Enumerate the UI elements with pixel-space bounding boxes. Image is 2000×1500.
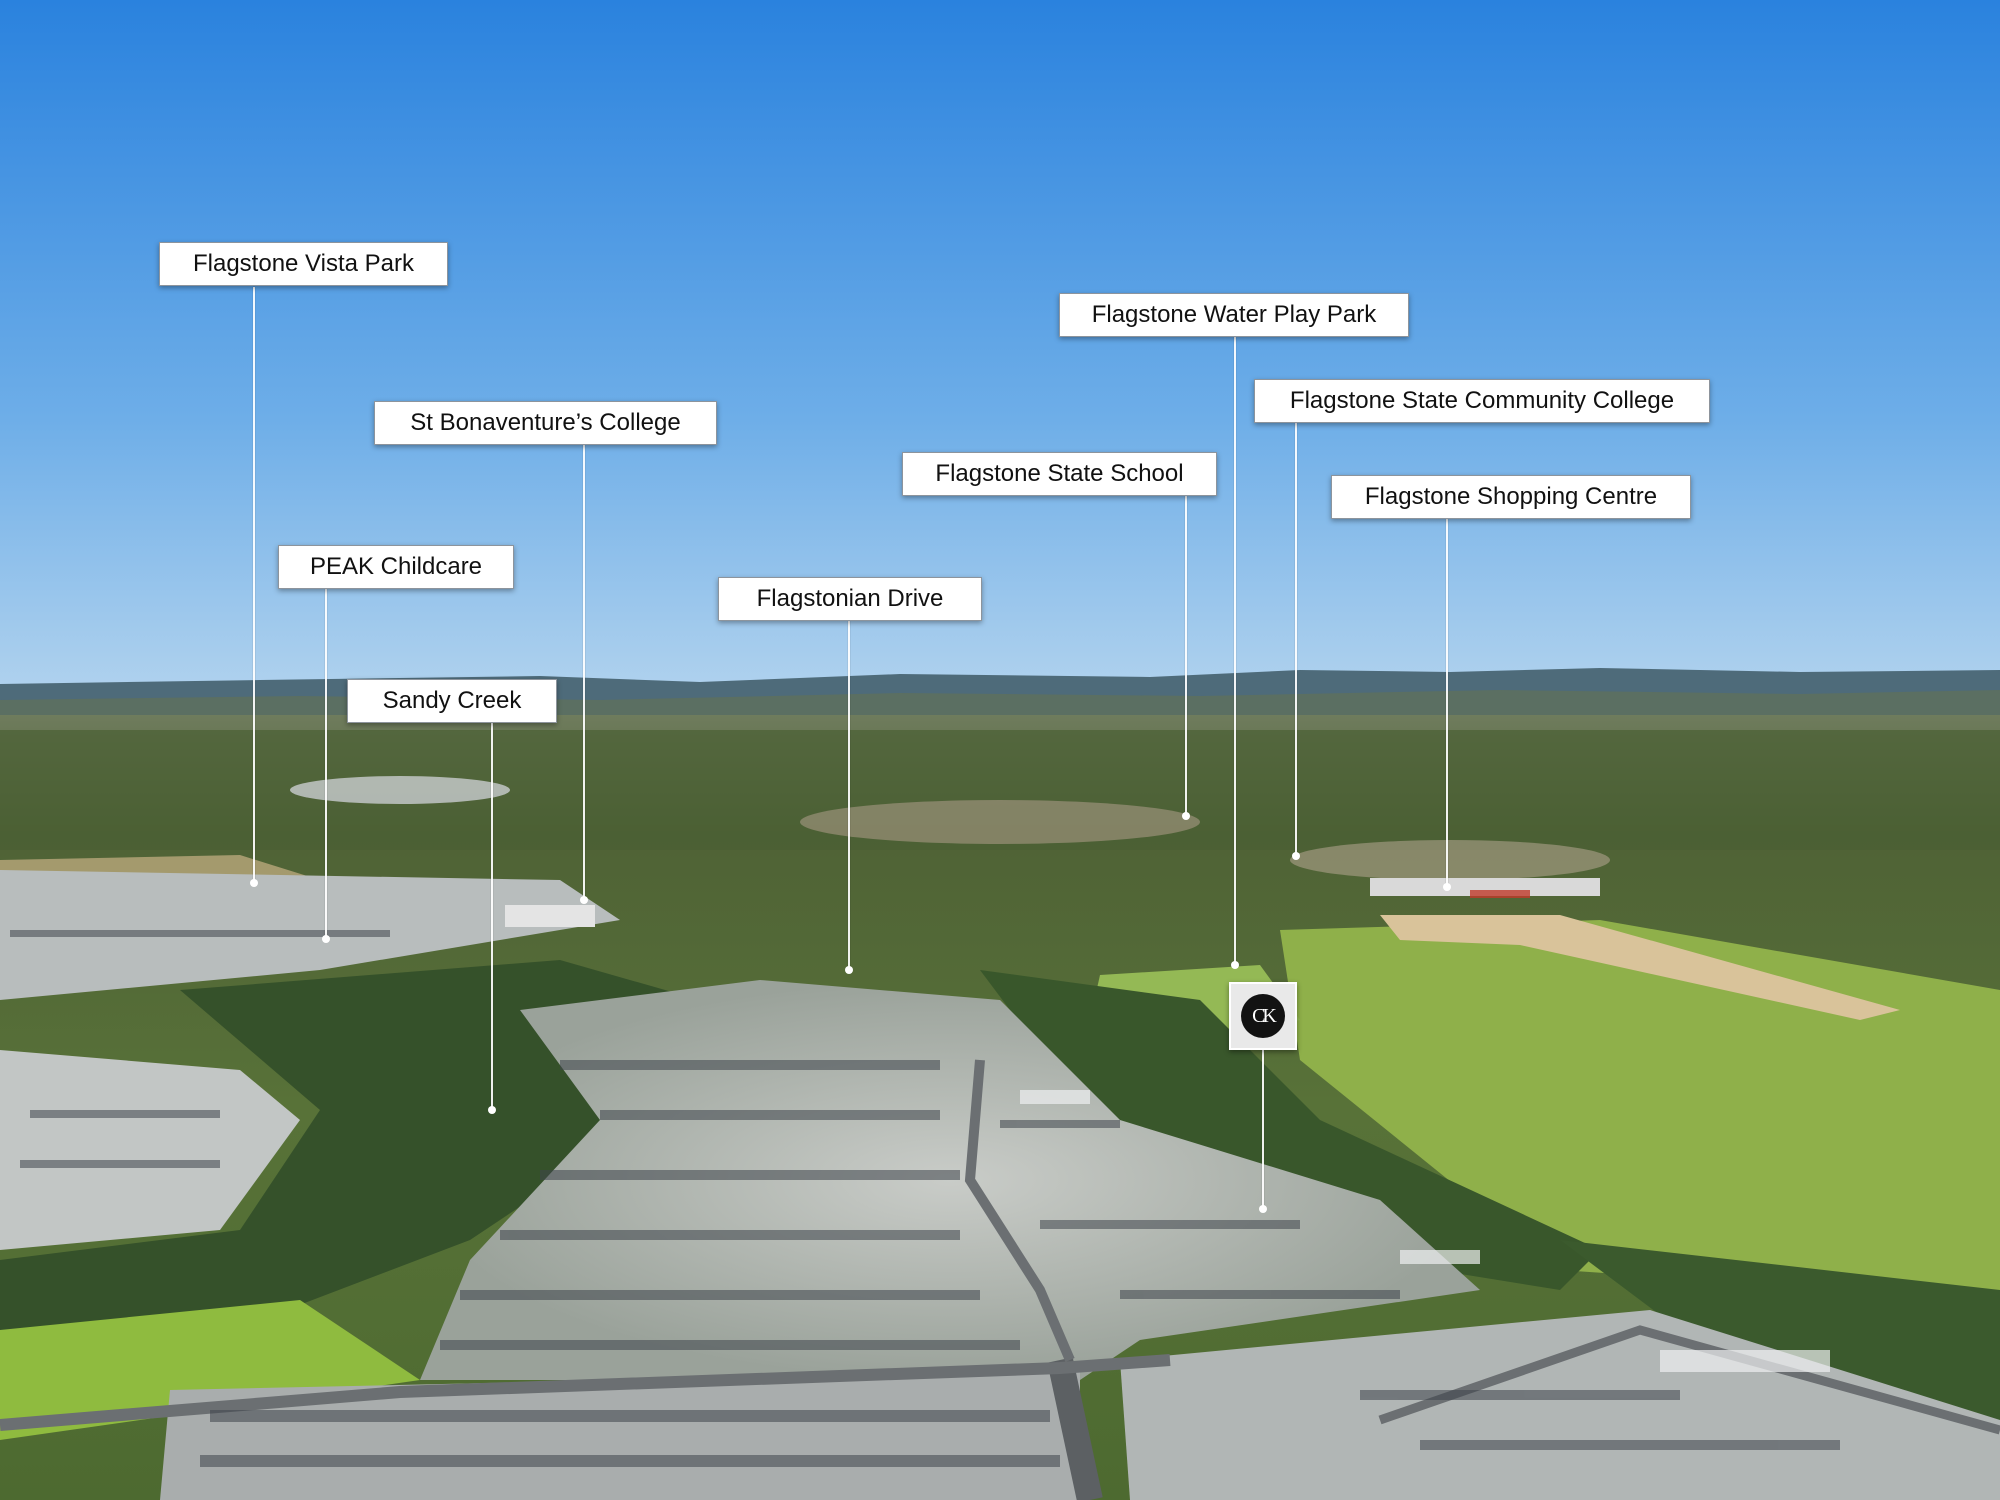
pin-sandy-creek — [488, 1106, 496, 1114]
roof-rows — [10, 930, 1840, 1467]
sky — [0, 0, 2000, 700]
far-suburb-left — [290, 776, 510, 804]
subject-site-marker: CK — [1229, 982, 1297, 1050]
pin-vista-park — [250, 879, 258, 887]
label-flagstone-water-play-park: Flagstone Water Play Park — [1059, 293, 1409, 337]
leader-sandy-creek — [491, 723, 493, 1110]
earthworks — [1380, 915, 1900, 1020]
east-tree-belt — [980, 970, 1600, 1290]
label-flagstone-shopping-centre: Flagstone Shopping Centre — [1331, 475, 1691, 519]
far-suburb-mid — [800, 800, 1200, 844]
main-road — [1047, 1357, 1103, 1500]
far-right-trees — [1560, 1240, 2000, 1430]
leader-subject-site — [1262, 1049, 1264, 1209]
south-estate — [160, 1370, 1080, 1500]
label-sandy-creek: Sandy Creek — [347, 679, 557, 723]
cross-road — [0, 1354, 1171, 1431]
leader-community-college — [1295, 423, 1297, 856]
leader-shopping-centre — [1446, 519, 1448, 887]
light-roofs — [1020, 1090, 1830, 1372]
pin-flagstonian-drive — [845, 966, 853, 974]
pin-water-play-park — [1231, 961, 1239, 969]
college-building — [505, 905, 595, 927]
label-flagstonian-drive: Flagstonian Drive — [718, 577, 982, 621]
leader-state-school — [1185, 496, 1187, 816]
label-flagstone-vista-park: Flagstone Vista Park — [159, 242, 448, 286]
ck-monogram-icon: CK — [1241, 994, 1285, 1038]
leader-peak-childcare — [325, 589, 327, 939]
pin-peak-childcare — [322, 935, 330, 943]
right-grassland — [1280, 920, 2000, 1300]
creek-tree-belt — [0, 960, 700, 1350]
west-estate — [0, 1050, 300, 1250]
lower-left-grass — [0, 1300, 420, 1440]
pin-st-bonaventures — [580, 896, 588, 904]
label-flagstone-state-school: Flagstone State School — [902, 452, 1217, 496]
red-roofs — [1470, 890, 1530, 898]
label-st-bonaventures-college: St Bonaventure’s College — [374, 401, 717, 445]
leader-water-play-park — [1234, 337, 1236, 965]
leader-st-bonaventures — [583, 445, 585, 900]
leader-flagstonian-drive — [848, 621, 850, 970]
label-peak-childcare: PEAK Childcare — [278, 545, 514, 589]
pin-community-college — [1292, 852, 1300, 860]
label-flagstone-state-community-college: Flagstone State Community College — [1254, 379, 1710, 423]
leader-vista-park — [253, 287, 255, 883]
pin-shopping-centre — [1443, 883, 1451, 891]
pin-subject-site — [1259, 1205, 1267, 1213]
shopping-centre-roofs — [1370, 878, 1600, 896]
pin-state-school — [1182, 812, 1190, 820]
curving-road — [964, 1059, 1075, 1362]
far-suburb-right — [1290, 840, 1610, 880]
